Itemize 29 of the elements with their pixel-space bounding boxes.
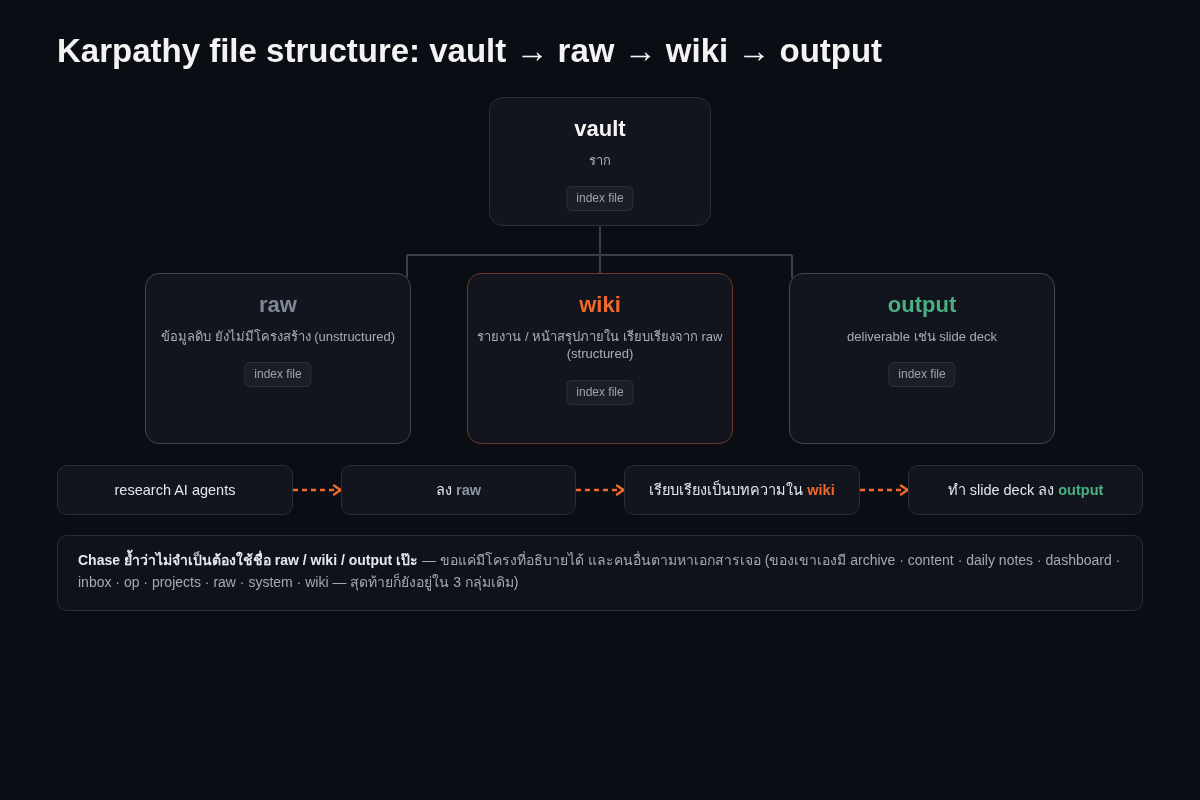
folder-card: [789, 273, 1055, 444]
card-title: output: [887, 291, 957, 319]
dashed-arrow: [293, 484, 342, 496]
card-description: ข้อมูลดิบ ยังไม่มีโครงสร้าง (unstructured): [160, 328, 396, 345]
folder-card: [145, 273, 411, 444]
step-box: ลง raw: [341, 465, 576, 515]
dashed-arrow: [860, 484, 909, 496]
folder-card: [467, 273, 733, 444]
card-description: deliverable เช่น slide deck: [847, 328, 997, 345]
card-description: รายงาน / หน้าสรุปภายใน เรียบเรียงจาก raw (structured): [476, 328, 724, 362]
card-description: ราก: [589, 152, 611, 169]
file-tag: index file: [888, 362, 956, 387]
card-title: raw: [259, 291, 297, 319]
file-tag: index file: [244, 362, 312, 387]
dashed-arrow: [576, 484, 625, 496]
file-tag: index file: [566, 380, 634, 405]
connector-line: [406, 225, 793, 256]
connector-line: [406, 254, 408, 279]
title: Karpathy file structure: vault → raw → wiki → output: [57, 31, 883, 71]
folder-card: [489, 97, 711, 226]
step-box: เรียบเรียงเป็นบทความใน wiki: [624, 465, 860, 515]
step-box: research AI agents: [57, 465, 293, 515]
card-title: wiki: [579, 291, 621, 319]
file-tag: index file: [566, 186, 634, 211]
connector-line: [599, 254, 601, 274]
connector-line: [791, 254, 793, 280]
note-box: Chase ย้ำว่าไม่จำเป็นต้องใช้ชื่อ raw / wiki / output เป๊ะ — ขอแค่มีโครงที่อธิบายได้ และคนอื่นตามหาเอกสารเจอ (ของเขาเองมี archive · content · daily notes · dashboard · inbox · op · projects · raw · system · wiki — สุดท้ายก็ยังอยู่ใน 3 กลุ่มเดิม): [57, 535, 1143, 611]
step-box: ทำ slide deck ลง output: [908, 465, 1143, 515]
card-title: vault: [574, 115, 626, 143]
